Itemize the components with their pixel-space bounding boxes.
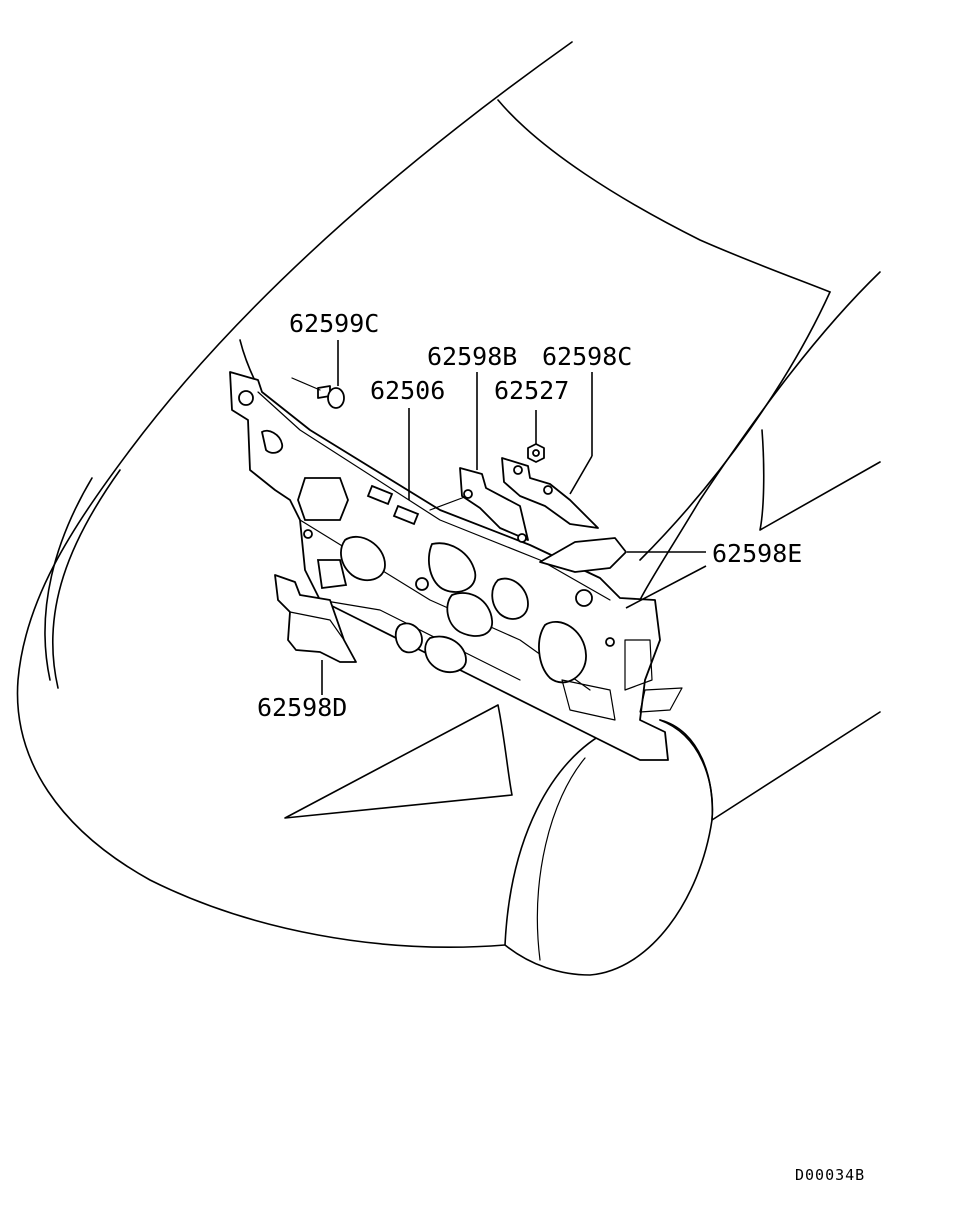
drawing-code: D00034B bbox=[795, 1166, 865, 1184]
callout-62527: 62527 bbox=[494, 376, 569, 405]
leader-lines bbox=[321, 340, 707, 695]
callout-62598e: 62598E bbox=[712, 539, 802, 568]
car-body-outline bbox=[16, 41, 881, 976]
clip-62599c bbox=[291, 377, 345, 409]
pad-62598d bbox=[274, 574, 357, 663]
callout-62598b: 62598B bbox=[427, 342, 517, 371]
dash-panel-insulator bbox=[229, 371, 683, 761]
bracket-62598b bbox=[459, 467, 529, 543]
bracket-62598c bbox=[501, 457, 599, 529]
nut-62527 bbox=[527, 443, 545, 463]
callout-62599c: 62599C bbox=[289, 309, 379, 338]
pad-62598e bbox=[539, 537, 627, 573]
callout-62506: 62506 bbox=[370, 376, 445, 405]
callout-62598d: 62598D bbox=[257, 693, 347, 722]
callout-62598c: 62598C bbox=[542, 342, 632, 371]
